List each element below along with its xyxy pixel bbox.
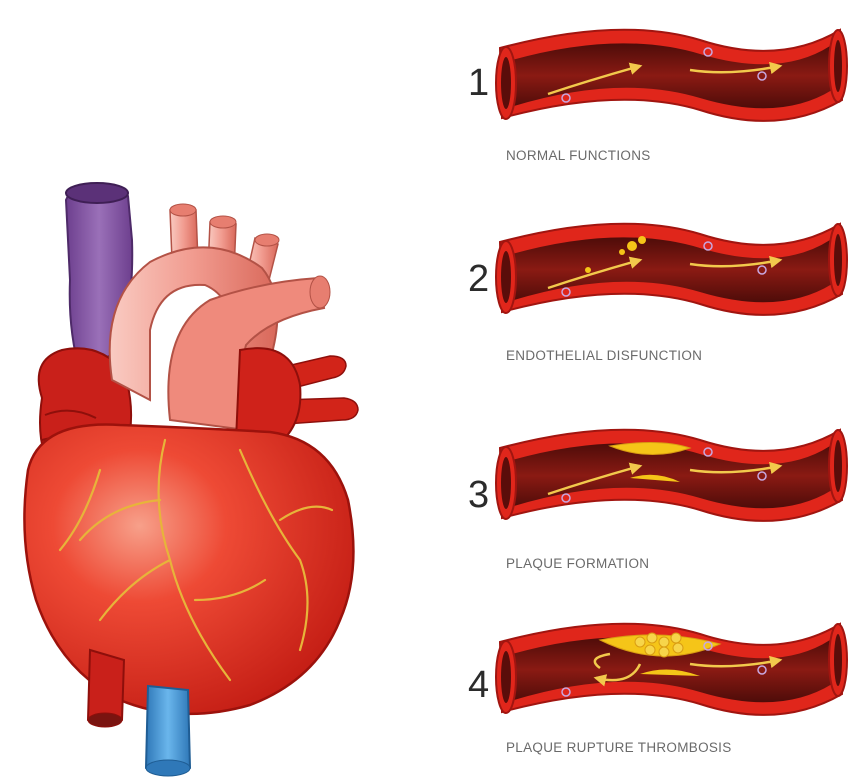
vessel-left-lumen bbox=[501, 651, 511, 703]
stage-2-caption: ENDOTHELIAL DISFUNCTION bbox=[506, 348, 702, 363]
thrombus-cell bbox=[673, 643, 683, 653]
stage-3-caption: PLAQUE FORMATION bbox=[506, 556, 649, 571]
heart-illustration bbox=[24, 183, 358, 776]
stage-3-number: 3 bbox=[468, 474, 489, 517]
vena-cava-opening bbox=[66, 183, 128, 203]
thrombus-cell bbox=[671, 633, 681, 643]
vessel-right-lumen bbox=[834, 634, 842, 686]
vessel-right-lumen bbox=[834, 40, 842, 92]
vessel-left-lumen bbox=[501, 457, 511, 509]
vessel-stage-1 bbox=[496, 30, 847, 121]
lipid-particle bbox=[638, 236, 646, 244]
vessel-right-lumen bbox=[834, 440, 842, 492]
vessel-right-lumen bbox=[834, 234, 842, 286]
vessel-stages bbox=[496, 30, 847, 715]
vessel-left-lumen bbox=[501, 251, 511, 303]
aorta-branch-3-opening bbox=[255, 234, 279, 246]
aorta-branch-2-opening bbox=[210, 216, 236, 228]
thrombus-cell bbox=[645, 645, 655, 655]
descending-artery-opening bbox=[88, 713, 122, 727]
thrombus-cell bbox=[659, 637, 669, 647]
stage-4-number: 4 bbox=[468, 664, 489, 707]
pulmonary-trunk-opening bbox=[310, 276, 330, 308]
vessel-stage-2 bbox=[496, 224, 847, 315]
thrombus-cell bbox=[647, 633, 657, 643]
vena-cava-lower-opening bbox=[146, 760, 190, 776]
stage-4-caption: PLAQUE RUPTURE THROMBOSIS bbox=[506, 740, 732, 755]
vessel-stage-3 bbox=[496, 430, 847, 521]
aorta-branch-1-opening bbox=[170, 204, 196, 216]
thrombus-cell bbox=[635, 637, 645, 647]
lipid-particle bbox=[627, 241, 637, 251]
vessel-left-lumen bbox=[501, 57, 511, 109]
stage-1-number: 1 bbox=[468, 62, 489, 105]
stage-2-number: 2 bbox=[468, 258, 489, 301]
lipid-particle bbox=[585, 267, 591, 273]
stage-1-caption: NORMAL FUNCTIONS bbox=[506, 148, 651, 163]
thrombus-cell bbox=[659, 647, 669, 657]
lipid-particle bbox=[619, 249, 625, 255]
vessel-stage-4 bbox=[496, 624, 847, 715]
